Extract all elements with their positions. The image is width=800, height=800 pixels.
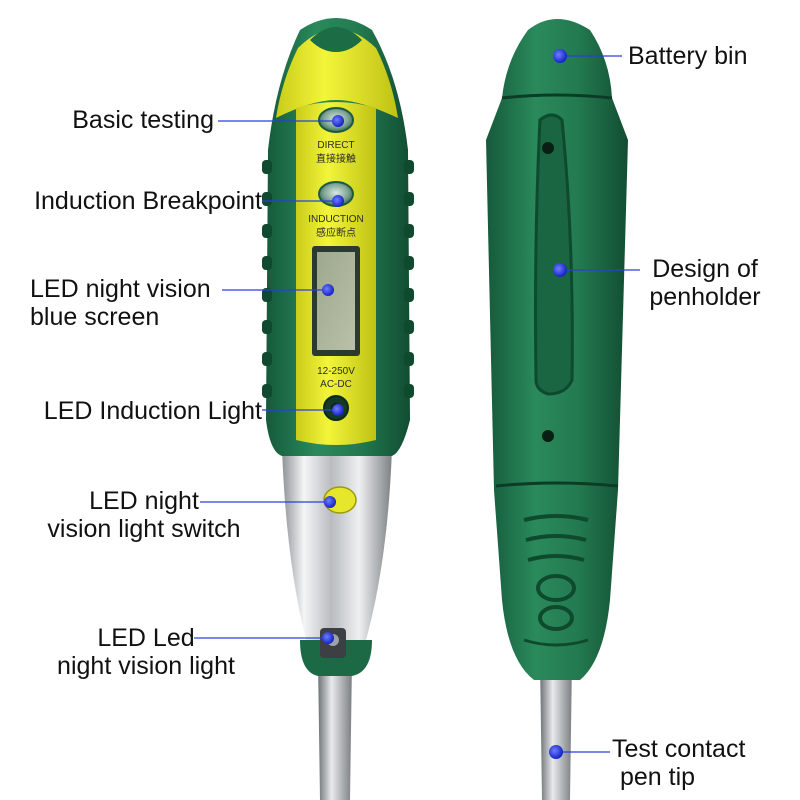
direct-button-cn-label: 直接接触 [316, 152, 356, 165]
penholder-dot [553, 263, 567, 277]
pen-tip-dot [549, 745, 563, 759]
label-induction-breakpoint: Induction Breakpoint [34, 187, 262, 215]
label-led-switch-line1: LED night [89, 487, 199, 515]
induction-button-label: INDUCTION [308, 214, 364, 225]
right-pen [486, 19, 628, 800]
pointer-dots [322, 49, 567, 759]
left-pen-yellow-cap [276, 29, 398, 118]
label-penholder-line2: penholder [649, 283, 761, 311]
ac-dc-label: AC-DC [320, 379, 352, 390]
label-led-screen-line2: blue screen [30, 303, 160, 331]
penholder-groove [534, 113, 574, 396]
induction-button-cn-label: 感应断点 [316, 226, 356, 239]
battery-bin-dot [553, 49, 567, 63]
direct-button-label: DIRECT [317, 140, 354, 151]
label-penholder-line1: Design of [652, 255, 758, 283]
label-led-light-line2: night vision light [57, 652, 235, 680]
left-pen-chrome-section [282, 448, 392, 640]
basic-testing-dot [332, 115, 344, 127]
label-led-screen-line1: LED night vision [30, 275, 211, 303]
label-pen-tip-line2: pen tip [620, 763, 696, 791]
label-led-switch-line2: vision light switch [47, 515, 241, 543]
label-battery-bin: Battery bin [628, 42, 748, 70]
label-basic-testing: Basic testing [72, 106, 214, 134]
led-switch-dot [324, 496, 336, 508]
label-led-light-line1: LED Led [97, 624, 195, 652]
induction-breakpoint-dot [332, 195, 344, 207]
label-led-induction-light: LED Induction Light [43, 397, 262, 425]
led-screen-dot [322, 284, 334, 296]
label-pen-tip-line1: Test contact [612, 735, 746, 763]
right-pen-blade [540, 660, 572, 800]
left-pen: DIRECT 直接接触 INDUCTION 感应断点 12-250V AC-DC [262, 18, 414, 800]
voltage-range-label: 12-250V [317, 366, 355, 377]
led-induction-light-dot [332, 404, 344, 416]
leader-lines [194, 55, 640, 753]
left-pen-blade [318, 660, 352, 800]
led-light-dot [322, 632, 334, 644]
